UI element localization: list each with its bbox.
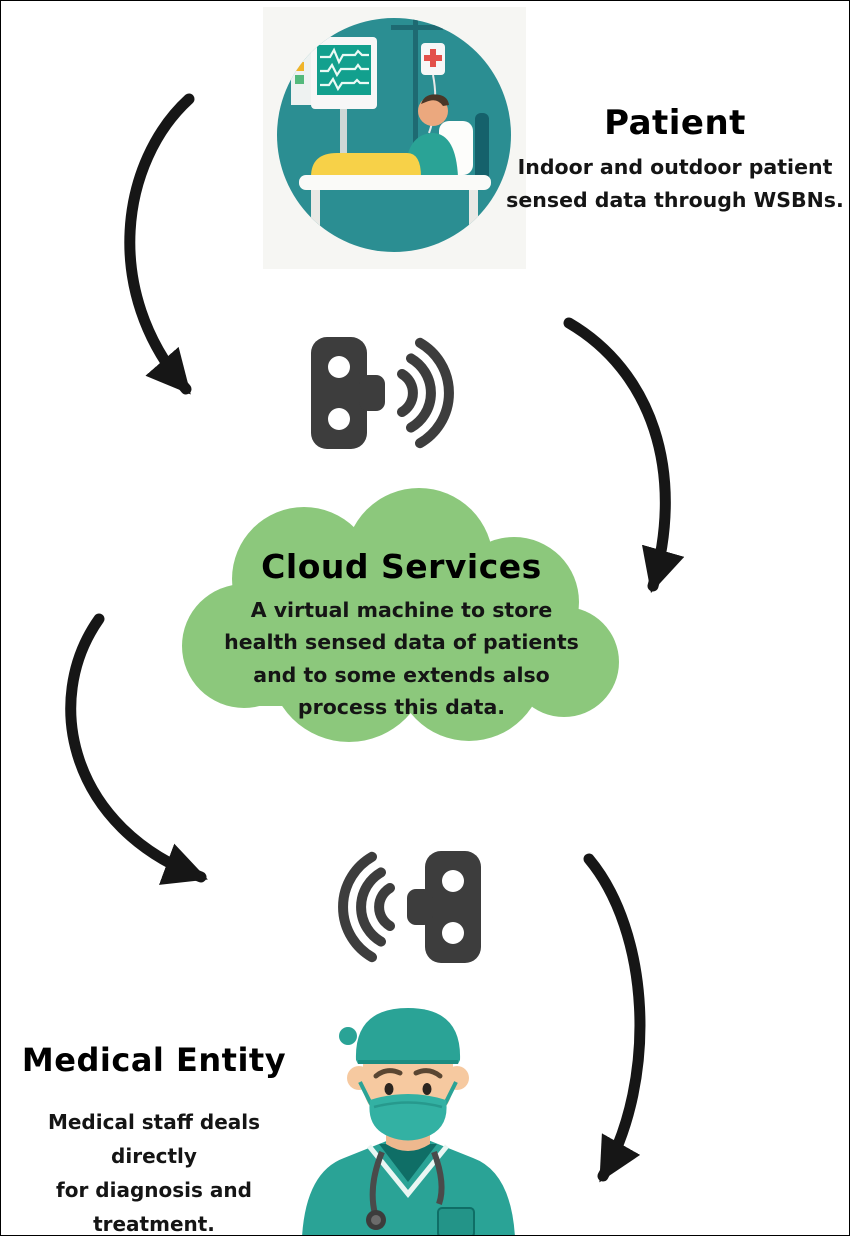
cloud-icon bbox=[182, 488, 619, 742]
cloud-services-node bbox=[164, 484, 639, 749]
arrow-cloud-to-medical bbox=[583, 853, 646, 1183]
patient-illustration bbox=[263, 7, 526, 269]
doctor-illustration bbox=[286, 986, 531, 1235]
doctor-icon bbox=[302, 1008, 515, 1235]
arrow-patient-to-sensor bbox=[124, 93, 195, 395]
medical-node-label: Medical Entity Medical staff deals direc… bbox=[9, 1041, 299, 1236]
patient-title: Patient bbox=[604, 103, 746, 143]
cloud-title: Cloud Services bbox=[261, 547, 542, 586]
patient-in-bed-icon bbox=[263, 7, 526, 269]
medical-entity-description: Medical staff deals directly for diagnos… bbox=[47, 1110, 261, 1236]
cloud-description: A virtual machine to store health sensed… bbox=[224, 598, 579, 720]
patient-description: Indoor and outdoor patient sensed data t… bbox=[506, 155, 844, 213]
sensor-signal-icon bbox=[311, 337, 454, 449]
wireless-sensor-icon-top bbox=[299, 319, 491, 467]
wireless-sensor-icon-bottom bbox=[301, 833, 493, 981]
medical-entity-title: Medical Entity bbox=[21, 1041, 287, 1079]
cloud-node-label: Cloud Services A virtual machine to stor… bbox=[174, 547, 629, 724]
sensor-signal-icon bbox=[338, 851, 481, 963]
patient-node-label: Patient Indoor and outdoor patient sense… bbox=[501, 103, 849, 217]
